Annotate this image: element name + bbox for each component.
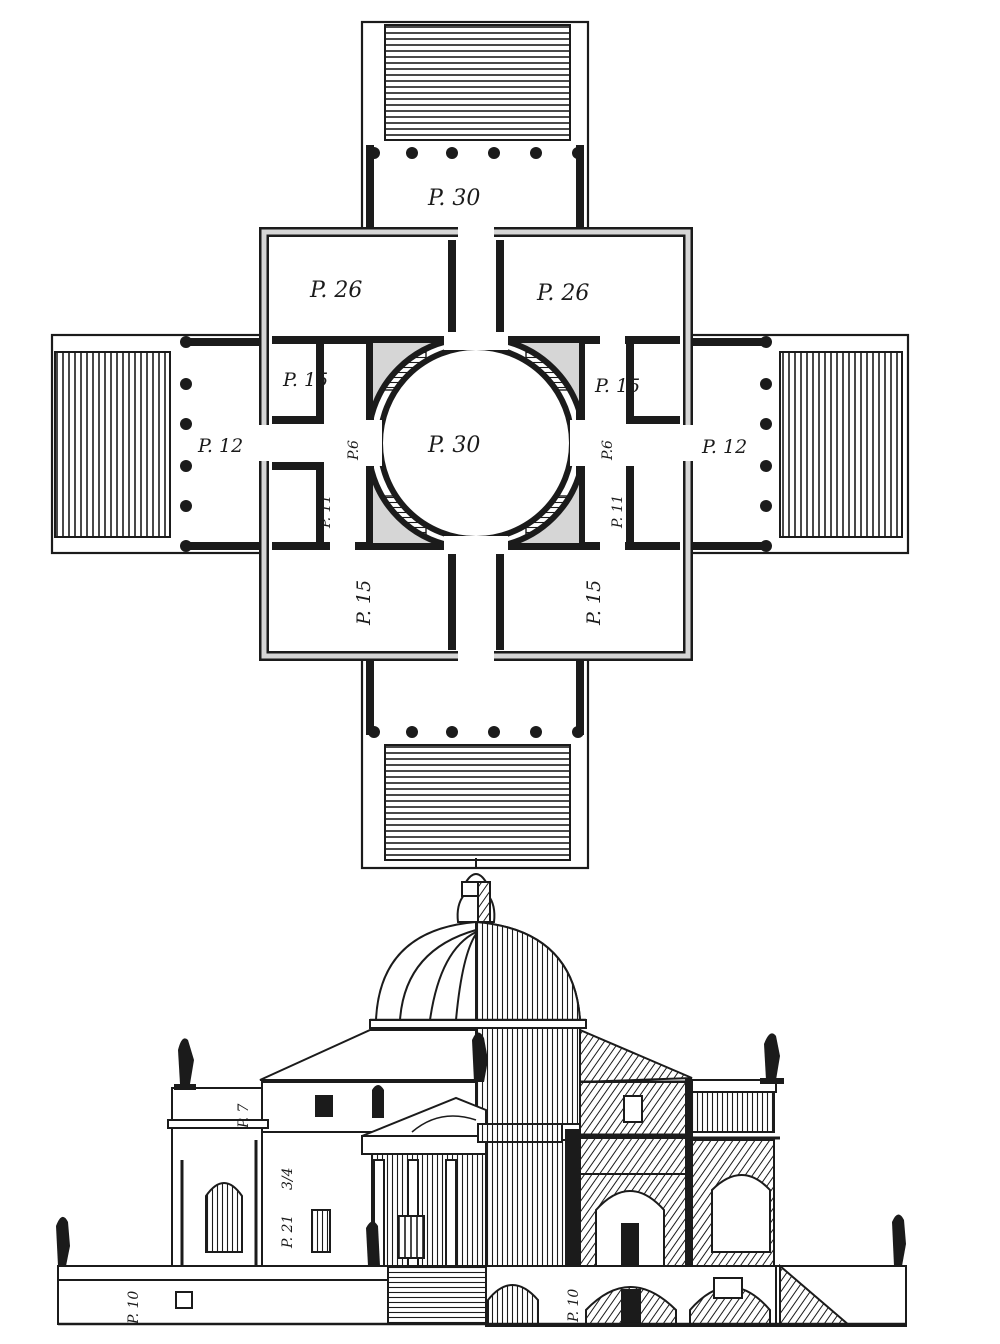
elevation-labels: P. 7 P. 21 3/4 P. 10 P. 10 xyxy=(126,1104,582,1325)
statue-left-top xyxy=(174,1038,196,1090)
section-core xyxy=(475,1027,780,1271)
label-room-ese: P. 11 xyxy=(610,495,626,529)
label-attic: P. 7 xyxy=(236,1104,252,1129)
label-room-wsw: P. 11 xyxy=(318,495,334,529)
statue-far-left xyxy=(56,1216,70,1266)
label-portico-east: P. 12 xyxy=(701,436,747,458)
label-room-nw: P. 26 xyxy=(309,278,362,303)
label-basement: P. 10 xyxy=(566,1289,582,1323)
label-passage-e: P.6 xyxy=(600,440,616,461)
podium xyxy=(57,1263,907,1327)
label-portico-west: P. 12 xyxy=(197,435,243,457)
label-room-sw: P. 15 xyxy=(353,580,375,626)
rotunda xyxy=(364,332,588,554)
label-room-ne: P. 26 xyxy=(536,281,589,306)
label-room-wnw: P. 15 xyxy=(282,369,328,391)
label-base: P. 10 xyxy=(126,1291,142,1325)
portico-north xyxy=(360,20,590,236)
portico-south xyxy=(360,650,590,870)
statue-center xyxy=(472,1032,488,1082)
label-passage-w: P.6 xyxy=(346,440,362,461)
statues xyxy=(56,1032,906,1266)
label-room-ene: P. 15 xyxy=(594,375,640,397)
statue-portico xyxy=(366,1221,380,1266)
statue-right-top xyxy=(760,1033,784,1084)
label-floor: P. 21 xyxy=(280,1215,296,1249)
label-portico-north: P. 30 xyxy=(427,186,480,211)
elevation xyxy=(56,858,907,1327)
plan-labels: P. 30 P. 26 P. 26 P. 15 P. 15 P. 30 P.6 … xyxy=(197,186,747,626)
label-hall: P. 30 xyxy=(427,433,480,458)
front-portico xyxy=(361,1096,563,1325)
floor-plan xyxy=(50,20,910,870)
dome xyxy=(369,858,587,1029)
portico-east xyxy=(684,333,910,555)
portico-west xyxy=(50,333,268,555)
statue-far-right xyxy=(892,1214,906,1266)
label-floor-sub: 3/4 xyxy=(280,1167,296,1190)
label-room-se: P. 15 xyxy=(583,580,605,626)
statue-roof-left xyxy=(372,1085,384,1118)
